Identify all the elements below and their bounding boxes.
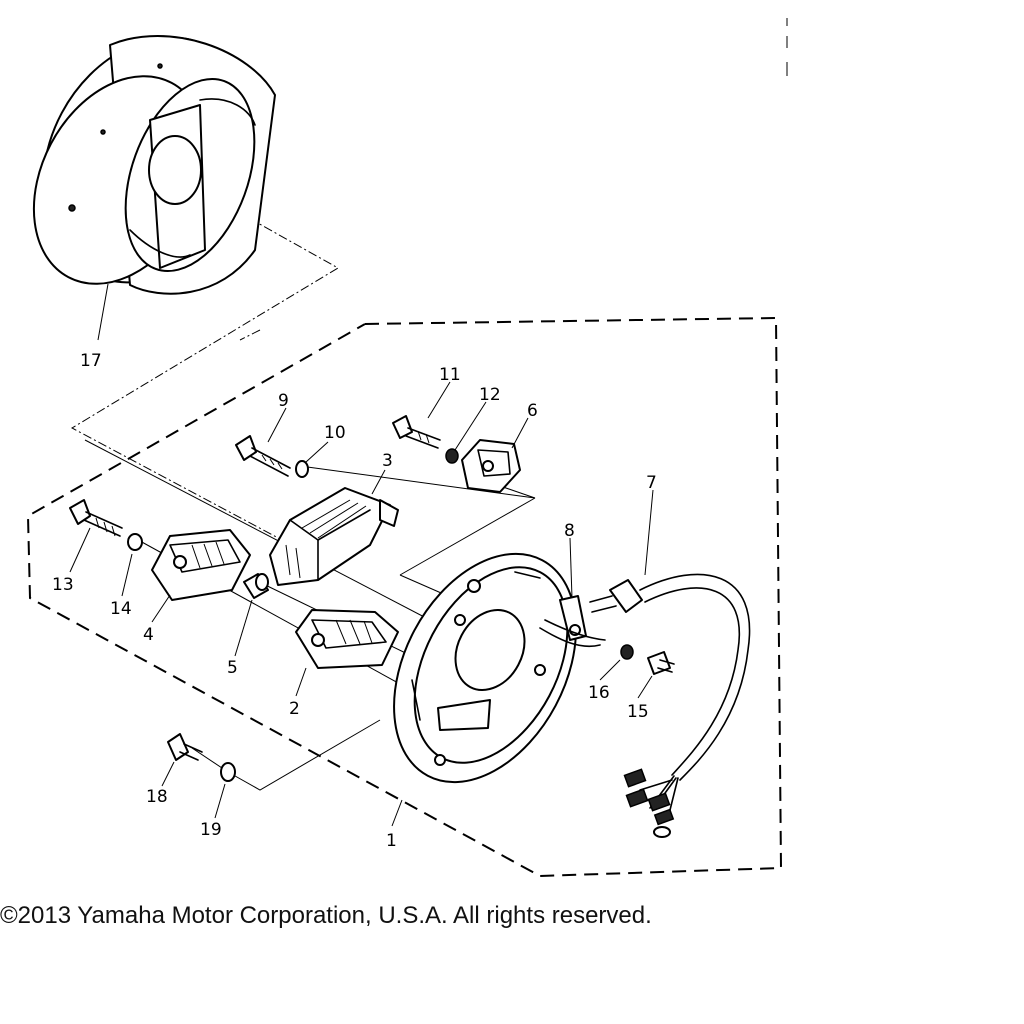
coil-3 xyxy=(269,487,399,586)
screw-15 xyxy=(647,651,675,675)
copyright-text: ©2013 Yamaha Motor Corporation, U.S.A. A… xyxy=(0,902,652,929)
callout-11: 11 xyxy=(439,365,461,385)
washer-14 xyxy=(127,533,143,551)
callout-2: 2 xyxy=(289,699,300,719)
callout-5: 5 xyxy=(227,658,238,678)
callout-7: 7 xyxy=(646,473,657,493)
callout-9: 9 xyxy=(278,391,289,411)
flywheel-rotor xyxy=(32,34,276,295)
callout-17: 17 xyxy=(80,351,102,371)
washer-16 xyxy=(620,644,634,660)
callout-6: 6 xyxy=(527,401,538,421)
bolt-13 xyxy=(69,499,123,537)
callout-labels: 1 2 3 4 5 6 7 8 9 10 11 12 13 14 15 16 1… xyxy=(52,351,657,851)
screw-18 xyxy=(167,733,203,761)
coil-4 xyxy=(151,529,251,601)
callout-leaders xyxy=(69,283,654,827)
stator-plate-1 xyxy=(393,552,577,784)
pickup-coil-6 xyxy=(461,439,521,493)
callout-12: 12 xyxy=(479,385,501,405)
callout-1: 1 xyxy=(386,831,397,851)
callout-8: 8 xyxy=(564,521,575,541)
coil-2 xyxy=(295,609,399,669)
callout-19: 19 xyxy=(200,820,222,840)
washer-12 xyxy=(445,448,459,464)
bolt-9 xyxy=(235,435,291,477)
wire-harness-7 xyxy=(539,573,751,838)
spacer-5 xyxy=(243,573,269,599)
callout-16: 16 xyxy=(588,683,610,703)
callout-10: 10 xyxy=(324,423,346,443)
callout-14: 14 xyxy=(110,599,132,619)
bolt-11 xyxy=(392,415,441,449)
callout-4: 4 xyxy=(143,625,154,645)
washer-10 xyxy=(295,460,309,478)
callout-3: 3 xyxy=(382,451,393,471)
washer-19 xyxy=(220,762,236,782)
callout-13: 13 xyxy=(52,575,74,595)
assembly-boundary xyxy=(26,316,783,878)
callout-15: 15 xyxy=(627,702,649,722)
callout-18: 18 xyxy=(146,787,168,807)
